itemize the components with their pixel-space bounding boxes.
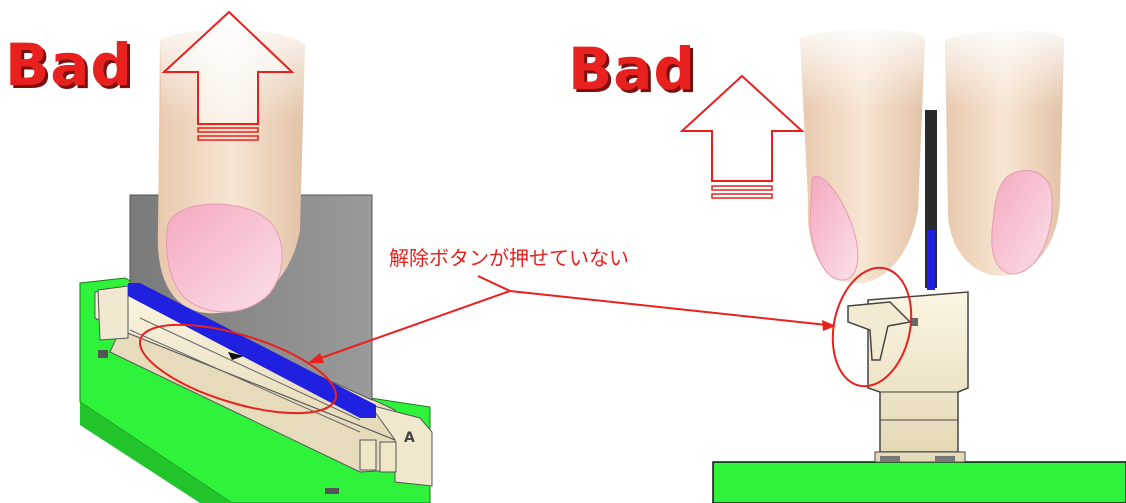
bad-label-right: Bad bbox=[568, 35, 696, 103]
callout-text: 解除ボタンが押せていない bbox=[389, 246, 629, 270]
right-scene bbox=[679, 29, 1126, 503]
left-scene: A bbox=[79, 10, 433, 503]
up-outline-arrow-icon-left bbox=[161, 10, 295, 141]
callout-leader-lines bbox=[308, 275, 836, 363]
svg-text:A: A bbox=[404, 430, 415, 446]
highlight-ellipse-left bbox=[138, 323, 338, 415]
finger-right-b bbox=[945, 31, 1064, 276]
connector-housing-right bbox=[847, 291, 969, 463]
finger-left bbox=[157, 29, 305, 314]
pcb-board-right bbox=[712, 461, 1126, 503]
finger-right-a bbox=[800, 29, 925, 284]
highlight-ellipse-right bbox=[831, 266, 913, 388]
bad-label-left: Bad bbox=[5, 31, 133, 99]
cable-right bbox=[925, 110, 937, 290]
up-outline-arrow-icon-right bbox=[679, 74, 805, 199]
